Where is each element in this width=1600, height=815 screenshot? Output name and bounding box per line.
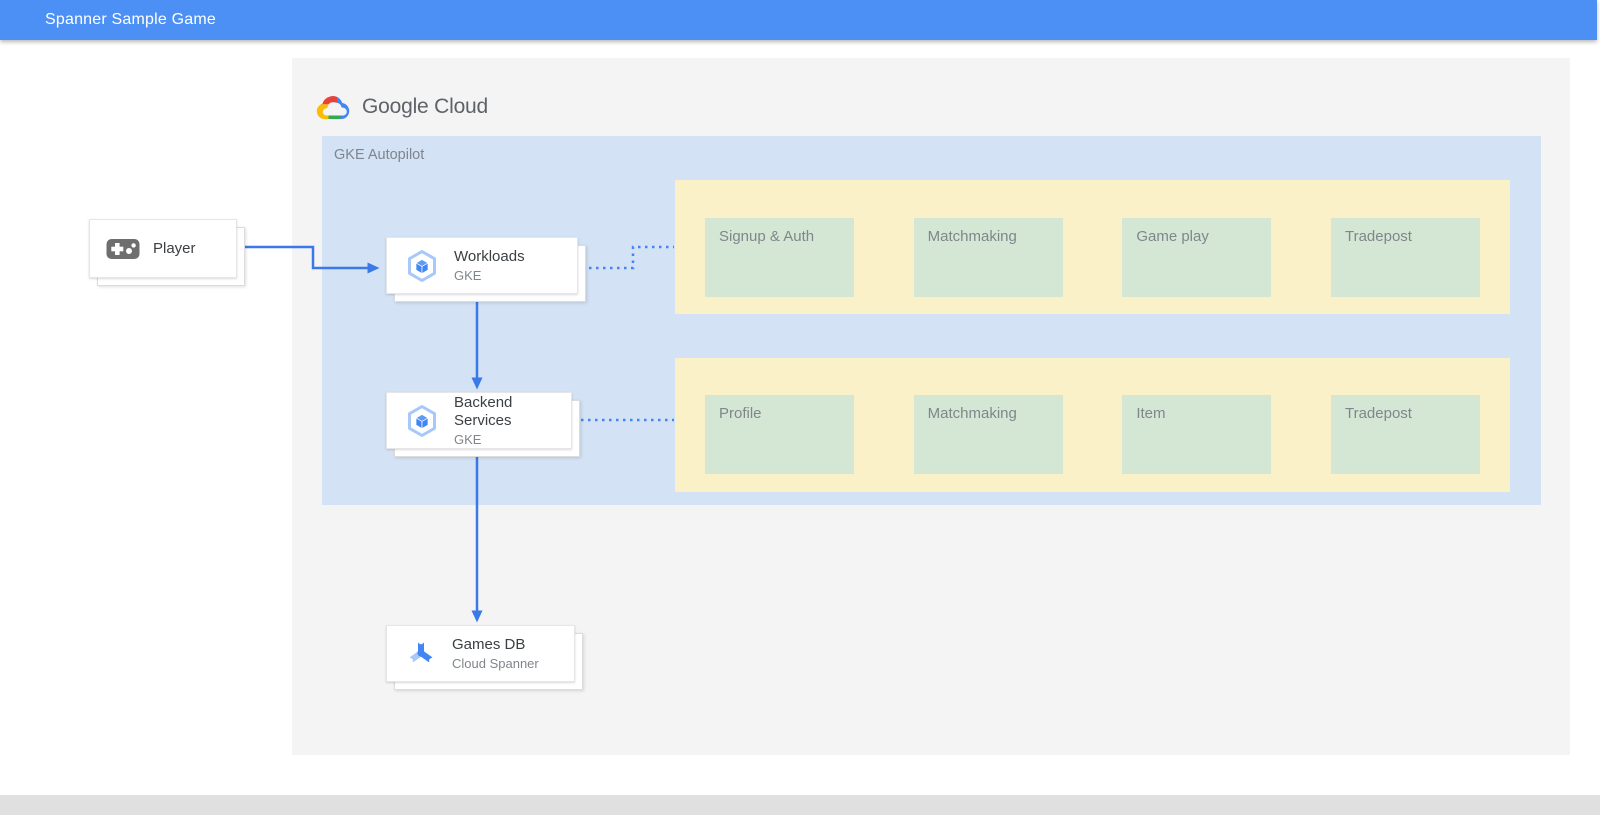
- node-games-db: Games DB Cloud Spanner: [386, 625, 583, 690]
- service-box-game-play: Game play: [1122, 218, 1272, 297]
- service-row-backend: Profile Matchmaking Item Tradepost: [675, 358, 1510, 492]
- bottom-divider-bar: [0, 795, 1600, 815]
- node-title: Backend Services: [454, 393, 513, 429]
- card-front: Backend Services GKE: [386, 392, 572, 449]
- service-label: Matchmaking: [927, 228, 1017, 245]
- service-label: Item: [1136, 405, 1166, 422]
- service-box-tradepost: Tradepost: [1330, 218, 1480, 297]
- gke-hexagon-icon: [403, 247, 441, 285]
- node-title: Games DB: [452, 635, 526, 653]
- node-workloads: Workloads GKE: [386, 237, 586, 302]
- app-header-bar: Spanner Sample Game: [0, 0, 1597, 40]
- service-box-profile: Profile: [705, 395, 854, 474]
- google-cloud-logo-text: Google Cloud: [362, 94, 489, 118]
- service-label: Tradepost: [1344, 405, 1412, 422]
- service-label: Matchmaking: [927, 405, 1017, 422]
- node-subtitle: GKE: [454, 267, 482, 283]
- service-label: Signup & Auth: [719, 228, 815, 245]
- service-box-signup-auth: Signup & Auth: [705, 218, 854, 297]
- gke-autopilot-zone: GKE Autopilot Signup & Auth Matchmaking …: [322, 136, 1541, 505]
- node-subtitle: Cloud Spanner: [452, 655, 539, 671]
- service-label: Profile: [719, 405, 762, 422]
- service-box-item: Item: [1122, 395, 1272, 474]
- card-front: Workloads GKE: [386, 237, 578, 294]
- node-title: Player: [153, 239, 196, 257]
- node-backend-services: Backend Services GKE: [386, 392, 580, 457]
- gke-hexagon-icon: [403, 402, 441, 440]
- cloud-spanner-icon: [403, 637, 439, 671]
- node-player: Player: [89, 219, 245, 286]
- gke-autopilot-label: GKE Autopilot: [334, 147, 425, 163]
- google-cloud-icon: [315, 92, 351, 121]
- node-title: Workloads: [454, 247, 525, 265]
- service-row-workloads: Signup & Auth Matchmaking Game play Trad…: [675, 180, 1510, 314]
- gamepad-icon: [106, 237, 140, 261]
- service-box-matchmaking-2: Matchmaking: [913, 395, 1063, 474]
- service-label: Tradepost: [1344, 228, 1412, 245]
- service-label: Game play: [1136, 228, 1209, 245]
- node-subtitle: GKE: [454, 431, 482, 447]
- card-front: Games DB Cloud Spanner: [386, 625, 575, 682]
- google-cloud-logo: Google Cloud: [315, 92, 488, 121]
- service-box-tradepost-2: Tradepost: [1330, 395, 1480, 474]
- app-title: Spanner Sample Game: [45, 11, 217, 28]
- card-front: Player: [89, 219, 237, 278]
- service-box-matchmaking: Matchmaking: [913, 218, 1063, 297]
